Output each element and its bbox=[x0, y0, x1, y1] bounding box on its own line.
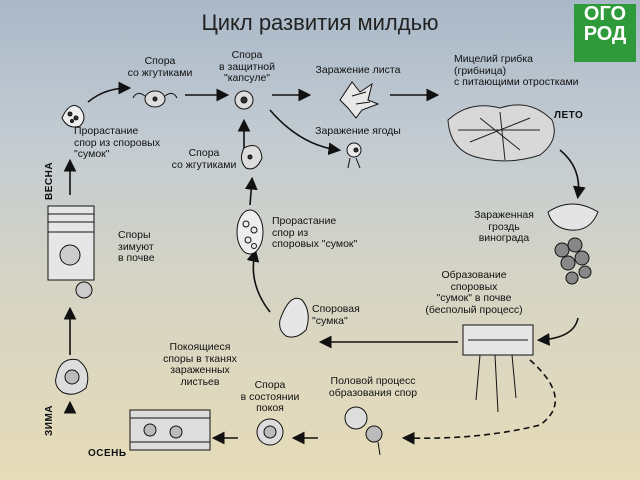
arrow-dashed-to-sexual bbox=[401, 359, 556, 445]
germinating-sporangium-mid bbox=[236, 209, 264, 255]
label-spore-flagella-mid: Спора со жгутиками bbox=[171, 147, 237, 171]
arrow-mycelium-to-bunch bbox=[559, 149, 586, 200]
flagellated-spore-mid bbox=[240, 145, 263, 170]
season-spring: ВЕСНА bbox=[44, 161, 55, 200]
season-autumn: ОСЕНЬ bbox=[88, 448, 127, 459]
sexual-process-sketch bbox=[344, 406, 383, 456]
mycelium-sketch bbox=[447, 104, 555, 162]
berry-sketch bbox=[346, 142, 362, 169]
arrow-capsule-to-berry bbox=[269, 109, 342, 156]
season-winter: ЗИМА bbox=[44, 404, 55, 436]
arrow-sac-formation-down bbox=[536, 317, 579, 346]
label-leaf-infection: Заражение листа bbox=[315, 64, 401, 76]
arrow-germination-to-spore bbox=[87, 81, 132, 103]
label-spore-sac: Споровая "сумка" bbox=[312, 303, 360, 327]
season-summer: ЛЕТО bbox=[554, 110, 584, 121]
dormant-spore-sketch bbox=[256, 418, 284, 446]
label-spore-flagella-top: Спора со жгутиками bbox=[127, 55, 193, 79]
brand-logo: ОГО РОД bbox=[574, 4, 636, 62]
arrow-spore-sac-to-germination bbox=[246, 248, 271, 313]
label-infected-bunch: Зараженная гроздь винограда bbox=[474, 209, 534, 244]
label-spore-sac-formation: Образование споровых "сумок" в почве (бе… bbox=[425, 269, 523, 316]
label-resting-spores: Покоящиеся споры в тканях зараженных лис… bbox=[163, 341, 237, 388]
infected-bunch-sketch bbox=[547, 203, 599, 285]
page-title: Цикл развития милдью bbox=[201, 10, 439, 35]
label-berry-infection: Заражение ягоды bbox=[315, 125, 401, 137]
leaf-sketch bbox=[339, 81, 380, 119]
label-sexual-process: Половой процесс образования спор bbox=[328, 375, 418, 399]
arrow-germination-to-flagella bbox=[244, 176, 258, 206]
label-spores-winter-soil: Споры зимуют в почве bbox=[118, 229, 155, 264]
label-germination-mid: Прорастание спор из споровых "сумок" bbox=[272, 215, 358, 250]
label-spore-capsule: Спора в защитной "капсуле" bbox=[219, 49, 275, 84]
logo-line1: ОГО bbox=[583, 3, 627, 25]
germinating-sporangium-top bbox=[61, 105, 85, 128]
flagellated-spore-top bbox=[132, 90, 178, 108]
sac-formation-sketch bbox=[462, 324, 534, 413]
soil-section-spring bbox=[47, 205, 95, 299]
resting-spores-sketch bbox=[129, 409, 211, 451]
capsule-spore bbox=[234, 90, 254, 110]
spore-sac-sketch bbox=[279, 297, 309, 338]
logo-line2: РОД bbox=[583, 23, 627, 45]
label-germination-top: Прорастание спор из споровых "сумок" bbox=[74, 125, 160, 160]
label-mycelium: Мицелий грибка (грибница) с питающими от… bbox=[454, 53, 579, 88]
winter-spore-sketch bbox=[55, 358, 89, 395]
label-dormant-spore: Спора в состоянии покоя bbox=[240, 379, 300, 414]
